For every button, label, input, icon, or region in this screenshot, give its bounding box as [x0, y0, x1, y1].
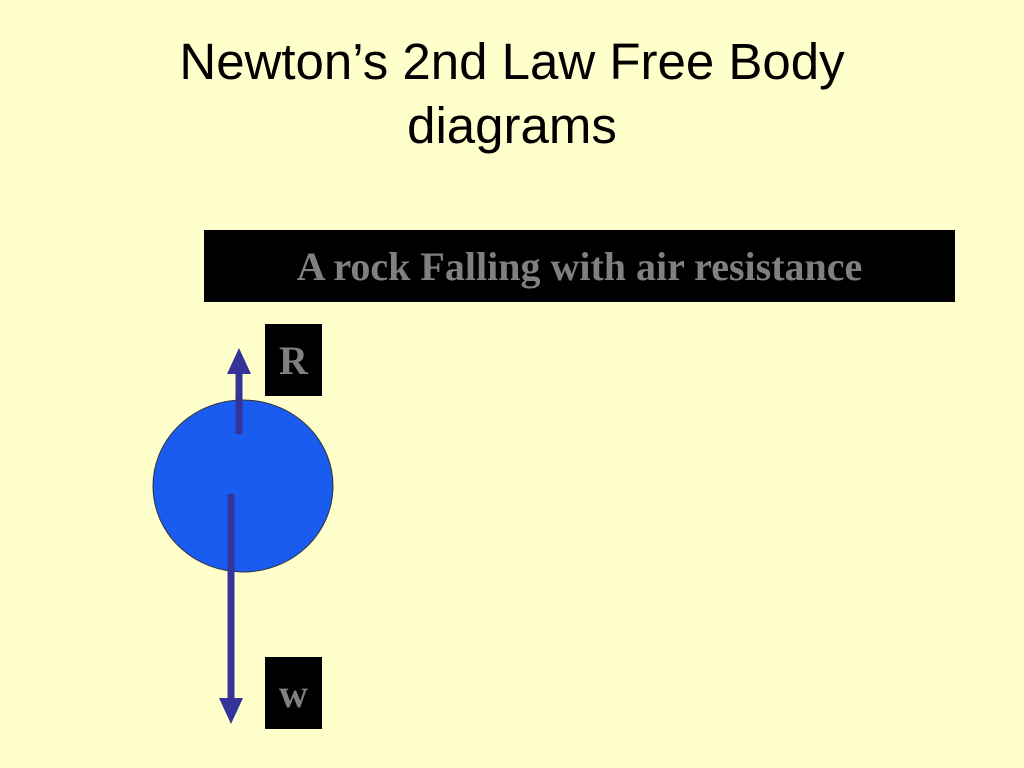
resistance-label: R: [279, 337, 308, 383]
resistance-label-box: R: [265, 324, 322, 396]
rock-circle: [152, 399, 334, 573]
weight-label-box: w: [265, 657, 322, 729]
title-line-1: Newton’s 2nd Law Free Body: [179, 33, 845, 90]
caption-box: A rock Falling with air resistance: [204, 230, 955, 302]
weight-arrow: [219, 494, 243, 724]
weight-label: w: [279, 670, 308, 716]
slide-title: Newton’s 2nd Law Free Body diagrams: [0, 30, 1024, 158]
caption-text: A rock Falling with air resistance: [296, 243, 863, 289]
resistance-arrowhead: [227, 348, 251, 374]
title-line-2: diagrams: [407, 97, 617, 154]
resistance-arrow: [227, 348, 251, 434]
weight-arrowhead: [219, 698, 243, 724]
